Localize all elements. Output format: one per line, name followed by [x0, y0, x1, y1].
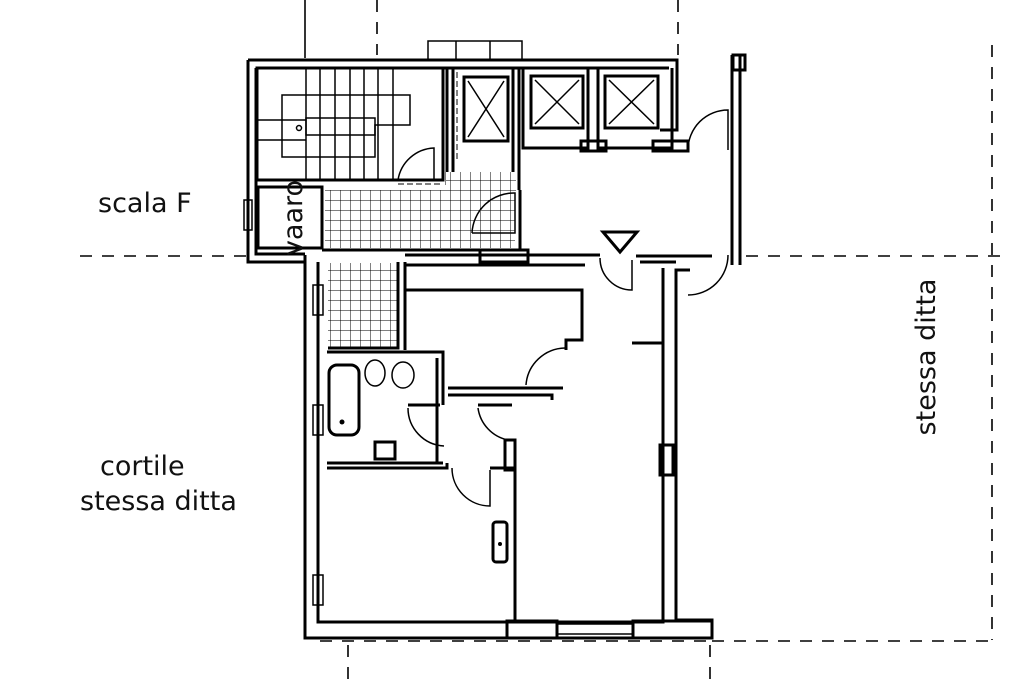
elevator-2	[521, 68, 608, 153]
staircase	[255, 66, 445, 185]
tiled-kitchen	[328, 263, 398, 348]
elevator-3	[596, 68, 690, 153]
void-shaft: vaaro	[256, 180, 324, 256]
void-label: vaaro	[278, 180, 309, 256]
courtyard-label-1: cortile	[100, 451, 185, 482]
common-core: vaaro	[243, 40, 747, 296]
bathroom	[327, 350, 445, 465]
entrance-arrow-icon	[599, 230, 641, 255]
tiled-landing	[325, 190, 515, 248]
courtyard-label-2: stessa ditta	[80, 486, 237, 517]
elevator-1	[445, 68, 521, 190]
bedroom	[327, 403, 517, 622]
right-side-label: stessa ditta	[911, 279, 942, 436]
property-lines	[80, 0, 1000, 683]
apartment	[303, 253, 714, 640]
stair-label: scala F	[98, 188, 192, 219]
